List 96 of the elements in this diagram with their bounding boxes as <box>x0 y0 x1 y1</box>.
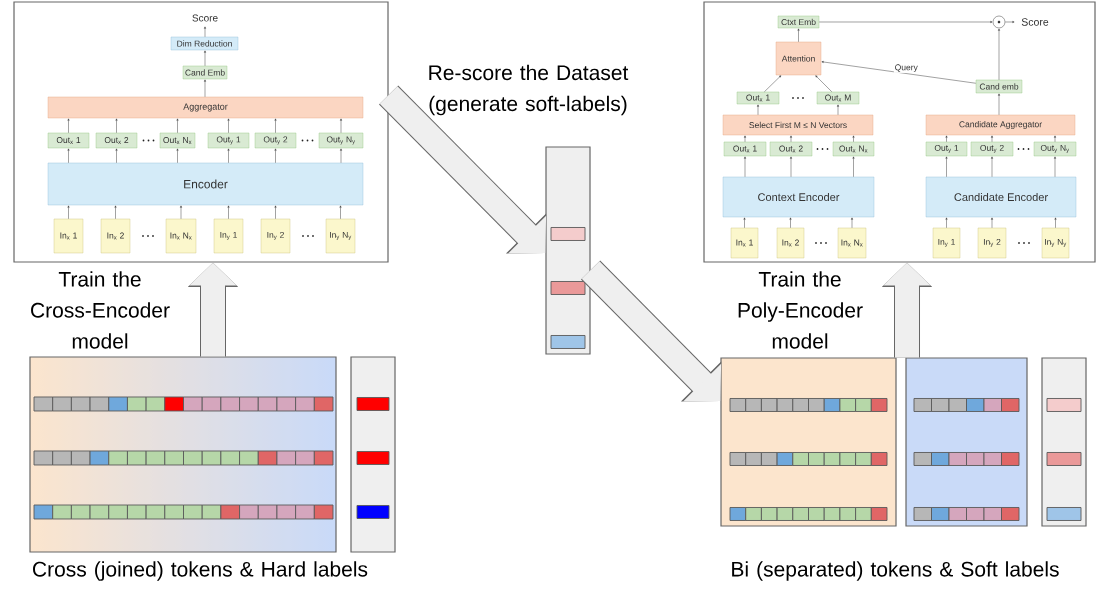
arrow <box>339 205 342 220</box>
arrow <box>176 148 179 164</box>
input-box: In$_{x}$ 2 <box>776 227 805 259</box>
arrow <box>115 118 118 134</box>
vector-box: Cand Emb <box>182 65 228 80</box>
arrow <box>743 217 746 229</box>
arrow <box>115 148 118 164</box>
arrow <box>837 104 839 116</box>
arrow <box>227 118 230 134</box>
vector-box: Out$_{y}$ 1 <box>207 132 250 149</box>
arrow <box>945 135 948 143</box>
input-box: In$_{y}$ 1 <box>213 218 244 254</box>
arrow <box>227 148 230 164</box>
vector-box: Out$_{x}$ N$_{x}$ <box>832 141 875 157</box>
arrow <box>998 93 1000 116</box>
vector-box: Out$_{x}$ M <box>816 91 860 105</box>
arrow <box>1054 156 1056 178</box>
arrow <box>114 205 117 220</box>
edge-label: Query <box>893 63 919 73</box>
arrow <box>274 118 277 134</box>
block-arrow <box>379 85 547 254</box>
vector-box: Out$_{x}$ N$_{x}$ <box>159 132 196 149</box>
arrow <box>945 156 948 178</box>
arrow <box>1054 135 1056 143</box>
arrow <box>204 26 206 38</box>
layer-box: Attention <box>775 41 822 76</box>
vector-box: Ctxt Emb <box>777 15 820 29</box>
arrow <box>1054 217 1057 229</box>
arrow <box>945 217 948 229</box>
vector-box: Out$_{y}$ N$_{y}$ <box>1033 141 1077 157</box>
input-box: In$_{y}$ N$_{y}$ <box>325 218 356 254</box>
arrow <box>991 135 993 143</box>
vector-box: Cand emb <box>975 79 1023 94</box>
arrow <box>1005 21 1015 23</box>
arrow <box>67 148 70 164</box>
arrow <box>852 135 855 143</box>
arrow <box>227 205 230 220</box>
input-box: In$_{x}$ 2 <box>100 218 131 254</box>
arrow <box>991 217 993 229</box>
step-label: Train the Cross-Encoder model <box>31 271 170 349</box>
vector-box: Out$_{y}$ N$_{y}$ <box>318 132 364 149</box>
vector-box: Out$_{x}$ 2 <box>769 141 813 157</box>
arrow <box>176 118 179 134</box>
vector-box: Out$_{x}$ 1 <box>47 132 90 149</box>
output-label: Score <box>1021 18 1049 26</box>
layer-box: Candidate Aggregator <box>925 114 1076 136</box>
input-box: In$_{x}$ N$_{x}$ <box>165 218 197 254</box>
arrow <box>815 75 833 93</box>
vector-box: Out$_{x}$ 1 <box>723 141 767 157</box>
arrow <box>764 75 782 93</box>
arrow <box>851 217 853 229</box>
arrow <box>204 50 206 67</box>
vector-box: Out$_{x}$ 1 <box>736 91 780 105</box>
caption: Bi (separated) tokens & Soft labels <box>732 561 1059 581</box>
input-box: In$_{x}$ 1 <box>730 227 759 259</box>
arrow <box>204 79 206 98</box>
block-arrow <box>581 260 722 402</box>
vector-box: Out$_{y}$ 2 <box>970 141 1014 157</box>
arrow <box>998 28 1000 81</box>
layer-box: Context Encoder <box>722 176 875 218</box>
arrow <box>744 156 746 178</box>
arrow <box>818 21 993 23</box>
input-box: In$_{x}$ 1 <box>53 218 84 254</box>
caption: Cross (joined) tokens & Hard labels <box>33 561 368 581</box>
input-box: In$_{y}$ 2 <box>977 227 1007 259</box>
arrow <box>821 61 977 84</box>
arrow <box>340 148 342 164</box>
arrow <box>852 156 855 178</box>
layer-box: Dim Reduction <box>170 36 239 51</box>
layer-box: Aggregator <box>47 96 364 119</box>
arrow <box>757 104 759 116</box>
layer-box: Encoder <box>47 162 364 206</box>
arrow <box>991 156 993 178</box>
layer-box: Candidate Encoder <box>925 176 1077 218</box>
arrow <box>797 28 800 43</box>
arrow <box>274 205 277 220</box>
layer-box: Select First M ≤ N Vectors <box>722 114 874 136</box>
arrow <box>790 156 792 178</box>
vector-box: Out$_{x}$ 2 <box>95 132 138 149</box>
arrow <box>744 135 746 143</box>
arrow <box>790 135 792 143</box>
step-label: Re-score the Dataset (generate soft-labels) <box>429 64 629 116</box>
arrow <box>67 118 70 134</box>
input-box: In$_{x}$ N$_{x}$ <box>837 227 867 259</box>
input-box: In$_{y}$ 1 <box>932 227 961 259</box>
vector-box: Out$_{y}$ 1 <box>925 141 968 157</box>
arrow <box>67 205 70 220</box>
arrow <box>180 205 182 220</box>
vector-box: Out$_{y}$ 2 <box>254 132 297 149</box>
input-box: In$_{y}$ N$_{y}$ <box>1041 227 1070 259</box>
step-label: Train the Poly-Encoder model <box>738 271 863 349</box>
arrow <box>340 118 342 134</box>
arrow <box>789 217 792 229</box>
input-box: In$_{y}$ 2 <box>260 218 291 254</box>
arrow <box>274 148 277 164</box>
output-label: Score <box>192 14 218 22</box>
